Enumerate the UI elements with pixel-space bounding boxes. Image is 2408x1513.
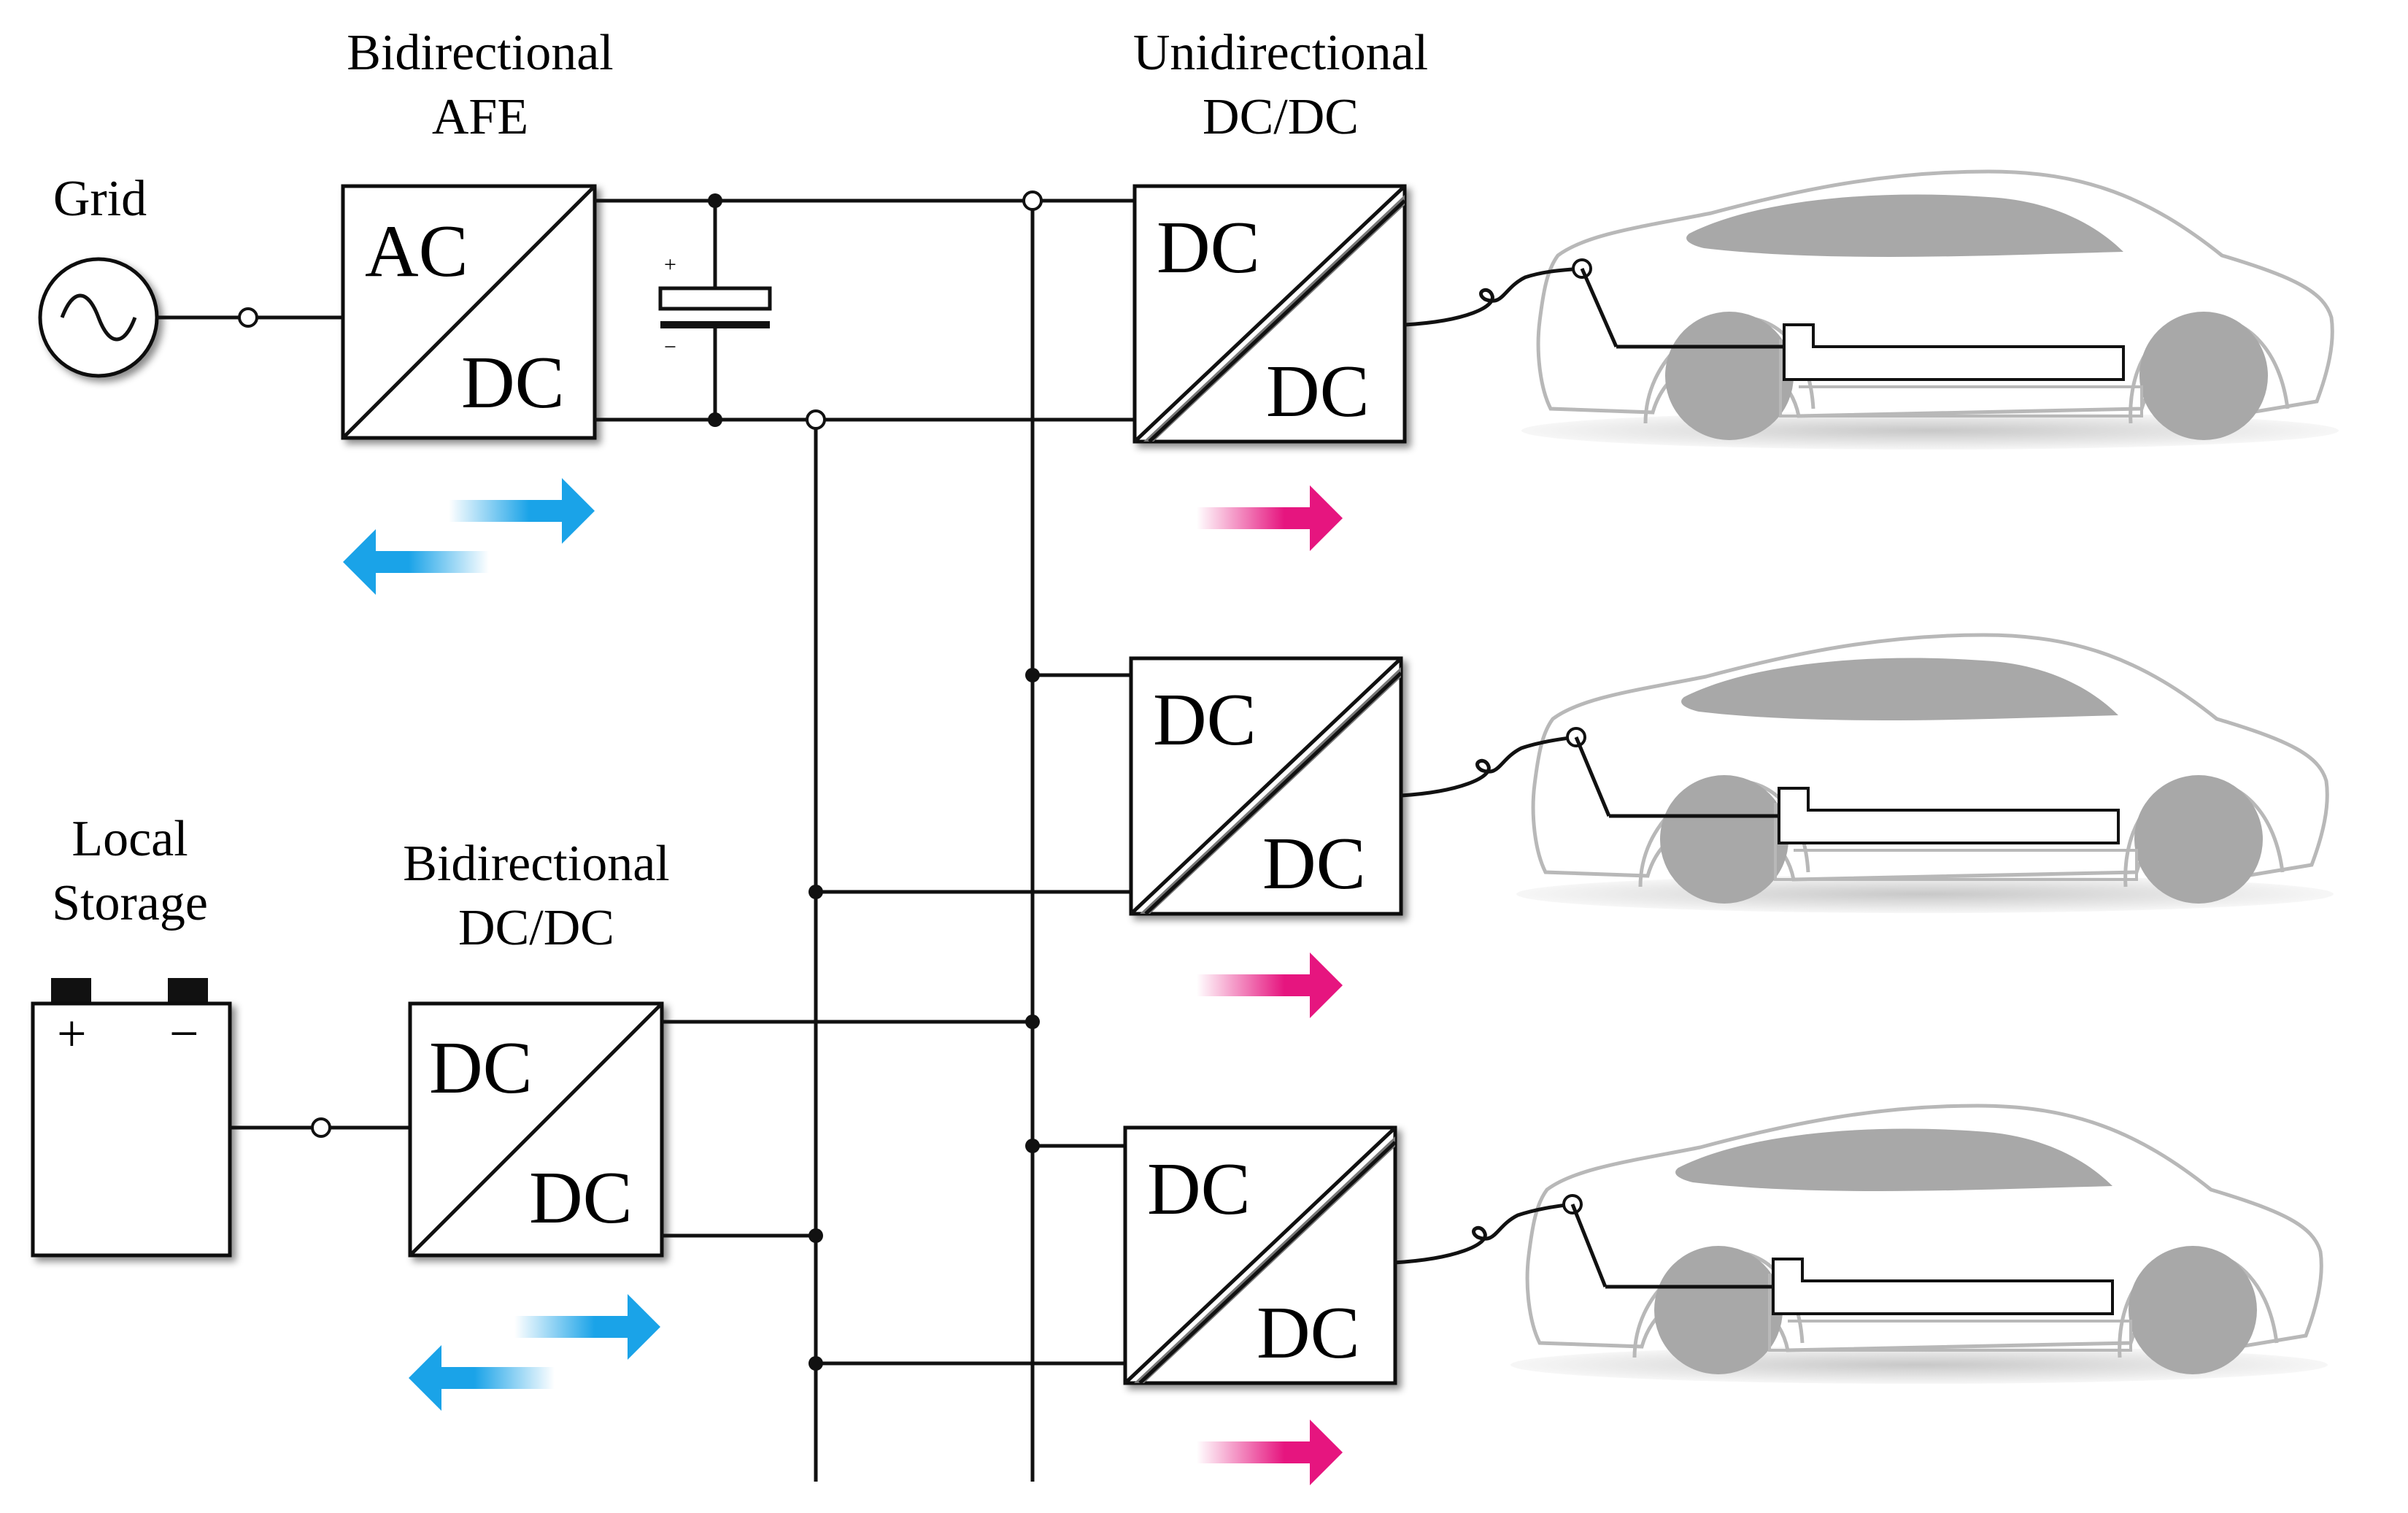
battery-minus-label: −: [169, 1004, 199, 1063]
charger3-flow-arrow: [1197, 1420, 1343, 1485]
grid-label: Grid: [53, 171, 147, 227]
bidirectional-dcdc-block: DC DC: [408, 1001, 664, 1258]
afe-block: AC DC: [341, 184, 597, 440]
afe-dc-label: DC: [461, 342, 565, 424]
dcdc1-out-label: DC: [1266, 350, 1370, 433]
storage-title-line1: Local: [72, 811, 188, 867]
ac-source-icon: [38, 257, 159, 378]
storage-terminal: [311, 1117, 331, 1138]
dcdc3-negative-node: [809, 1356, 823, 1371]
dcdc3-positive-node: [1025, 1139, 1040, 1153]
dcdc2-negative-node: [809, 885, 823, 899]
electric-vehicle-2: [1516, 635, 2334, 913]
dc-link-capacitor: + −: [658, 193, 772, 427]
afe-title-line2: AFE: [432, 89, 528, 145]
electric-vehicle-3: [1510, 1106, 2328, 1384]
battery-icon: + −: [31, 978, 232, 1258]
capacitor-plus-label: +: [664, 253, 676, 277]
bidc-positive-node: [1025, 1015, 1040, 1029]
bidc-in-label: DC: [429, 1027, 533, 1109]
unidirectional-title-line2: DC/DC: [1203, 89, 1359, 145]
storage-title-line2: Storage: [52, 875, 208, 931]
bidc-out-label: DC: [529, 1157, 633, 1239]
unidirectional-title-line1: Unidirectional: [1133, 25, 1428, 81]
unidirectional-dcdc-1: DC DC: [1135, 186, 1405, 442]
dcdc3-in-label: DC: [1147, 1148, 1251, 1231]
dcdc2-in-label: DC: [1153, 679, 1257, 761]
unidirectional-dcdc-3: DC DC: [1125, 1128, 1395, 1383]
bidc-negative-node: [809, 1228, 823, 1243]
bidirectional-dcdc-title-line2: DC/DC: [458, 900, 614, 956]
unidirectional-dcdc-2: DC DC: [1131, 658, 1401, 914]
charging-cable-1: [1404, 258, 1784, 349]
capacitor-minus-label: −: [664, 335, 676, 359]
bus-terminal-positive: [1022, 190, 1043, 211]
afe-ac-label: AC: [365, 210, 468, 293]
electric-vehicle-1: [1521, 172, 2339, 450]
bus-terminal-negative: [806, 409, 826, 430]
bidirectional-dcdc-title-line1: Bidirectional: [403, 836, 669, 892]
charging-cable-2: [1400, 727, 1780, 818]
dcdc3-out-label: DC: [1257, 1292, 1360, 1374]
dcdc2-positive-node: [1025, 668, 1040, 682]
storage-power-flow-arrows: [409, 1294, 660, 1411]
dcdc2-out-label: DC: [1262, 823, 1366, 905]
charger1-flow-arrow: [1197, 485, 1343, 551]
dcdc1-in-label: DC: [1157, 207, 1260, 289]
charging-cable-3: [1393, 1194, 1773, 1289]
grid-terminal: [238, 307, 258, 328]
charger2-flow-arrow: [1197, 952, 1343, 1018]
battery-plus-label: +: [57, 1004, 87, 1063]
afe-power-flow-arrows: [343, 478, 595, 595]
afe-title-line1: Bidirectional: [347, 25, 613, 81]
